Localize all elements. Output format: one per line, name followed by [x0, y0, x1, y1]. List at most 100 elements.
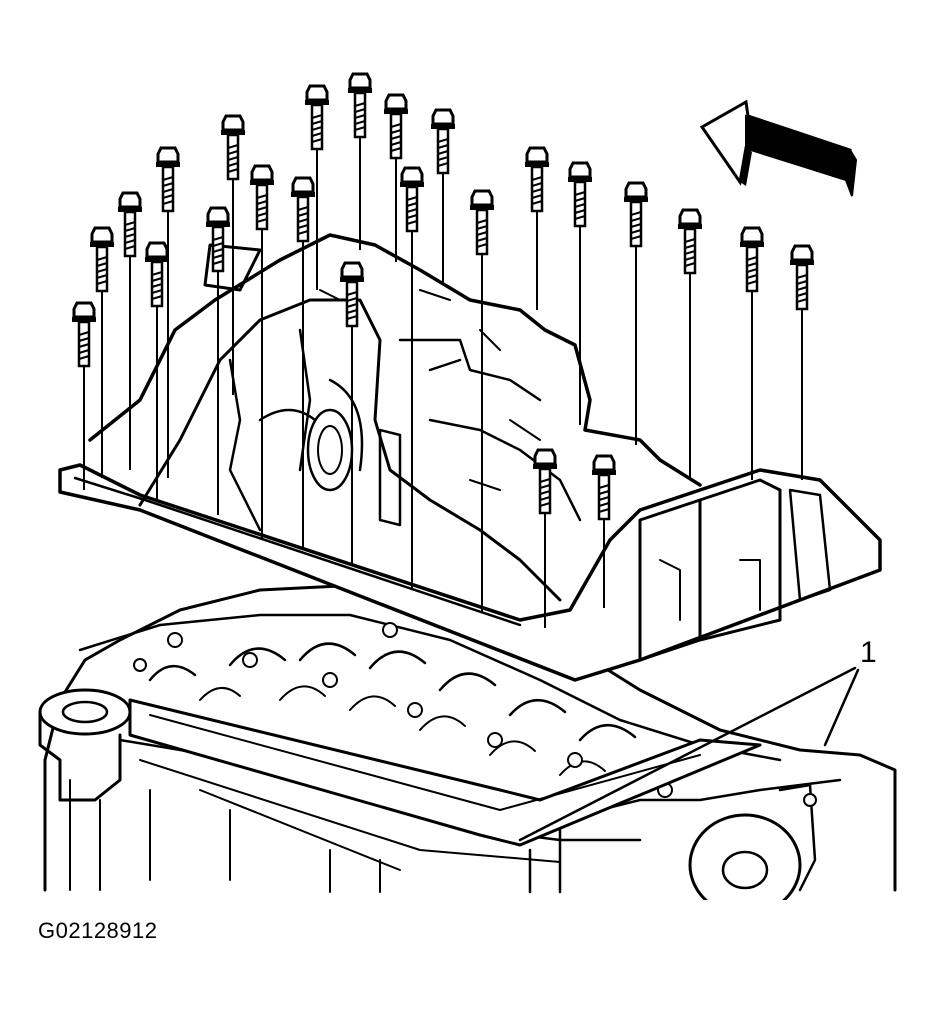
bolt-thread — [684, 244, 696, 249]
bolt-thread — [437, 162, 449, 167]
callout-1: 1 — [518, 636, 877, 842]
bolt-icon — [525, 146, 549, 310]
bolt-thread — [162, 194, 174, 199]
bolt-thread — [574, 209, 586, 214]
bolt-head — [740, 226, 764, 244]
bolt-head — [568, 161, 592, 179]
bolt-thread — [354, 126, 366, 131]
bolt-icon — [624, 181, 648, 445]
bolt-thread — [574, 203, 586, 208]
bolt-thread — [574, 215, 586, 220]
bolt-flange — [340, 277, 364, 282]
bolt-thread — [390, 141, 402, 146]
bolt-thread — [630, 235, 642, 240]
bolt-head — [305, 84, 329, 102]
bolt-icon — [431, 108, 455, 282]
bolt-head — [790, 244, 814, 262]
bolt-icon — [340, 261, 364, 565]
bolt-head — [431, 108, 455, 126]
bolt-flange — [118, 207, 142, 212]
bolt-thread — [598, 502, 610, 507]
bolt-thread — [162, 188, 174, 193]
bolt-thread — [256, 194, 268, 199]
bolt-head — [624, 181, 648, 199]
bolt-thread — [437, 138, 449, 143]
bolt-thread — [346, 291, 358, 296]
bolt-icon — [250, 164, 274, 540]
bolt-thread — [746, 256, 758, 261]
bolt-head — [678, 208, 702, 226]
bolt-thread — [796, 274, 808, 279]
bolt-flange — [72, 317, 96, 322]
figure-id: G02128912 — [38, 918, 158, 943]
bolt-thread — [346, 297, 358, 302]
bolt-thread — [390, 123, 402, 128]
bolt-thread — [531, 194, 543, 199]
bolt-thread — [162, 200, 174, 205]
bolt-thread — [151, 271, 163, 276]
bolt-flange — [384, 109, 408, 114]
bolt-flange — [348, 88, 372, 93]
bolt-thread — [212, 242, 224, 247]
bolt-head — [525, 146, 549, 164]
bolt-thread — [162, 182, 174, 187]
bolt-icon — [400, 166, 424, 590]
bolt-thread — [297, 212, 309, 217]
oil-pan — [58, 233, 882, 682]
bolt-thread — [684, 250, 696, 255]
bolt-thread — [630, 223, 642, 228]
bolt-flange — [250, 180, 274, 185]
bolt-thread — [256, 218, 268, 223]
bolt-thread — [346, 303, 358, 308]
bolt-thread — [151, 283, 163, 288]
bolt-head — [291, 176, 315, 194]
bolt-flange — [291, 192, 315, 197]
bolt-thread — [539, 484, 551, 489]
gasket-seal — [128, 698, 762, 847]
bolt-head — [90, 226, 114, 244]
bolt-icon — [790, 244, 814, 480]
oil-pan-bolts — [72, 72, 814, 628]
bolt-thread — [78, 343, 90, 348]
bolt-flange — [790, 260, 814, 265]
bolt-thread — [539, 478, 551, 483]
bolt-icon — [72, 301, 96, 490]
bolt-icon — [384, 93, 408, 262]
bolt-flange — [470, 205, 494, 210]
bolt-icon — [568, 161, 592, 425]
bolt-head — [470, 189, 494, 207]
bolt-icon — [291, 176, 315, 548]
bolt-thread — [227, 156, 239, 161]
bolt-thread — [437, 144, 449, 149]
bolt-head — [221, 114, 245, 132]
bolt-thread — [96, 268, 108, 273]
bolt-thread — [796, 280, 808, 285]
bolt-thread — [796, 286, 808, 291]
bolt-thread — [256, 206, 268, 211]
bolt-thread — [531, 188, 543, 193]
bolt-icon — [221, 114, 245, 395]
bolt-icon — [305, 84, 329, 290]
bolt-thread — [96, 274, 108, 279]
bolt-thread — [354, 120, 366, 125]
bolt-thread — [124, 221, 136, 226]
bolt-thread — [78, 331, 90, 336]
bolt-thread — [256, 212, 268, 217]
bolt-thread — [630, 211, 642, 216]
bolt-thread — [598, 490, 610, 495]
bolt-thread — [531, 182, 543, 187]
bolt-thread — [437, 150, 449, 155]
bolt-thread — [746, 280, 758, 285]
bolt-thread — [311, 138, 323, 143]
bolt-head — [206, 206, 230, 224]
bolt-icon — [90, 226, 114, 478]
bolt-thread — [78, 355, 90, 360]
bolt-thread — [96, 256, 108, 261]
bolt-thread — [212, 260, 224, 265]
bolt-flange — [221, 130, 245, 135]
bolt-flange — [592, 470, 616, 475]
bolt-thread — [539, 490, 551, 495]
bolt-thread — [684, 262, 696, 267]
bolt-thread — [684, 238, 696, 243]
bolt-thread — [574, 191, 586, 196]
